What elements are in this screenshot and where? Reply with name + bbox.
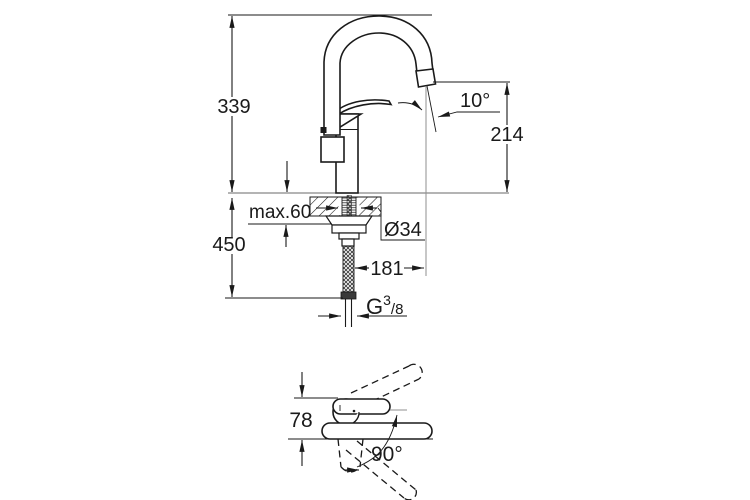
lever-handle [334,99,393,119]
hole-diameter-leader [377,207,425,241]
angle-arc-arrow [397,100,423,111]
spout-outlet-tip [415,68,437,88]
thread-size-label: G3/8 [366,292,403,319]
hose-end-nut [340,291,357,300]
spout-up-position-cap [408,363,423,380]
spout-arc [323,15,434,136]
body-depth-label: 78 [289,409,312,432]
hose-connector [341,238,355,247]
braided-hose [342,245,355,293]
riser-detail [320,127,327,133]
body-block [320,136,345,163]
outlet-height-label: 214 [490,124,523,146]
cartridge-dot [352,409,356,413]
swivel-arc [356,414,398,468]
spout-down-position-edge1 [356,440,417,491]
angle-leader [437,111,500,118]
hole-diameter-label: Ø34 [384,219,422,241]
mounting-washer [324,215,374,226]
handle-down-cap [340,466,361,473]
handle-down-edge2 [359,438,364,468]
spout-up-position-edge1 [350,365,410,394]
below-deck-length-label: 450 [212,234,245,256]
total-height-label: 339 [217,96,250,118]
mounting-nut [331,224,367,234]
swivel-angle-label: 90° [371,443,403,466]
handle-capsule [332,398,391,415]
spout-down-position-edge2 [345,449,405,499]
side-view: 339 214 10° max.60 Ø34 450 181 G3/8 [212,14,524,327]
spout-capsule [321,422,433,440]
top-view: 78 90° [288,363,433,500]
outlet-tilted-axis [426,85,437,133]
deck-thickness-label: max.60 [249,202,311,223]
outlet-reach-label: 181 [370,258,403,280]
outlet-angle-label: 10° [460,90,490,112]
shank-stud [346,195,352,218]
shank-step [338,232,360,240]
spout-up-position-edge2 [361,378,420,407]
handle-down-edge1 [337,438,342,468]
spout-down-position-cap [403,489,417,500]
